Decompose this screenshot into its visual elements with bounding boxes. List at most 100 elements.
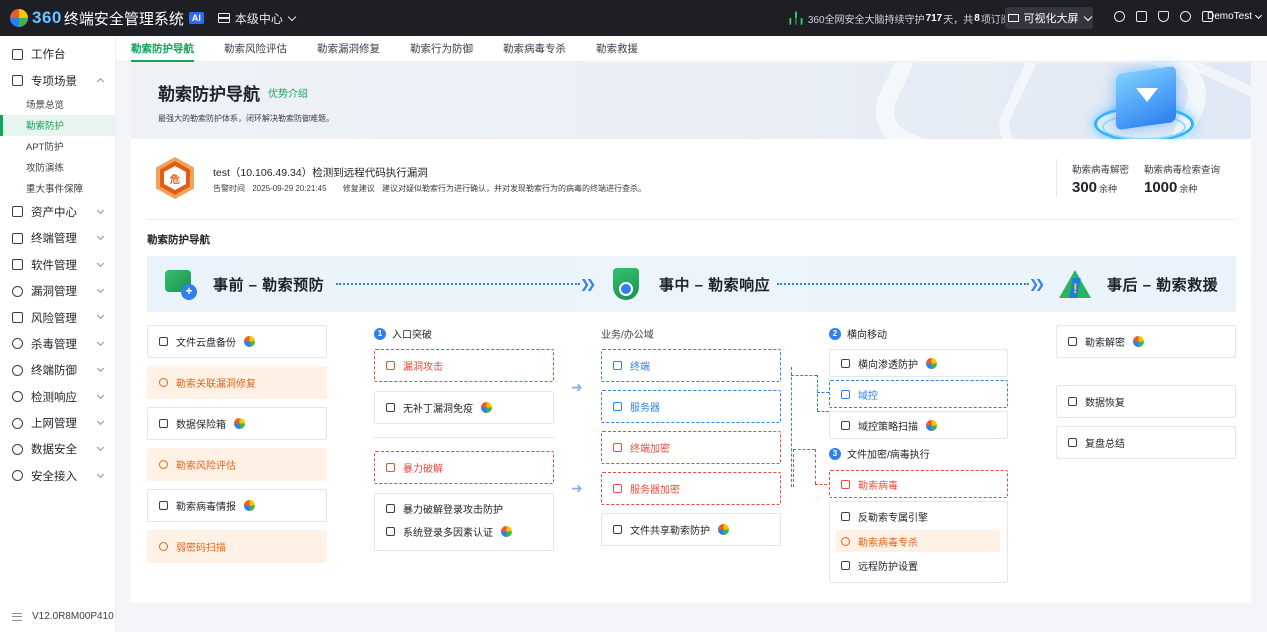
connector-line (815, 449, 816, 484)
alert-time-label: 告警时间 (213, 184, 245, 193)
before-risk-assessment[interactable]: 勒索风险评估 (147, 448, 327, 481)
menu-toggle-icon[interactable] (12, 613, 22, 621)
encrypt-virus-kill[interactable]: 勒索病毒专杀 (836, 530, 1000, 552)
encrypt-ransom-virus[interactable]: 勒索病毒 (829, 470, 1008, 498)
kill-icon (841, 537, 850, 546)
shield-icon[interactable] (1158, 11, 1169, 22)
item-label: 弱密码扫描 (176, 539, 226, 554)
tab-behavior-defense[interactable]: 勒索行为防御 (395, 36, 488, 61)
sidebar-item-access[interactable]: 安全接入 (0, 463, 115, 489)
pulse-icon: ╻╿╻ (787, 12, 804, 25)
user-menu[interactable]: DemoTest (1207, 11, 1261, 22)
entry-vuln-attack[interactable]: 漏洞攻击 (374, 349, 554, 382)
sidebar-item-label: 软件管理 (31, 257, 77, 273)
stat-decrypt[interactable]: 勒索病毒解密 300余种 (1072, 162, 1129, 196)
center-selector[interactable]: 本级中心 (218, 10, 295, 27)
tab-risk-assessment[interactable]: 勒索风险评估 (209, 36, 302, 61)
ai-badge[interactable]: AI (189, 12, 204, 24)
sidebar-item-internet[interactable]: 上网管理 (0, 410, 115, 436)
sidebar-sub-drill[interactable]: 攻防演练 (0, 157, 115, 178)
report-icon (1068, 438, 1077, 447)
alert-meta: 告警时间 2025-09-29 20:21:45 修复建议 建议对疑似勒索行为进… (213, 183, 651, 194)
connector-line (815, 484, 827, 485)
item-label: 文件共享勒索防护 (630, 522, 710, 537)
item-label: 勒索病毒专杀 (858, 534, 918, 549)
key-icon (1068, 337, 1077, 346)
tab-virus-kill[interactable]: 勒索病毒专杀 (488, 36, 581, 61)
sidebar-item-vulns[interactable]: 漏洞管理 (0, 278, 115, 304)
tab-rescue[interactable]: 勒索救援 (581, 36, 653, 61)
sidebar-item-workbench[interactable]: 工作台 (0, 41, 115, 67)
sidebar-item-assets[interactable]: 资产中心 (0, 199, 115, 225)
office-file-share-protect[interactable]: 文件共享勒索防护 (601, 513, 781, 546)
sidebar-item-label: 上网管理 (31, 415, 77, 431)
stat-value: 300 (1072, 179, 1097, 196)
sidebar-item-label: 安全接入 (31, 468, 77, 484)
before-virus-intel[interactable]: 勒索病毒情报 (147, 489, 327, 522)
after-decrypt[interactable]: 勒索解密 (1056, 325, 1236, 358)
before-vuln-repair[interactable]: 勒索关联漏洞修复 (147, 366, 327, 399)
restore-icon (1068, 397, 1077, 406)
entry-mfa[interactable]: 系统登录多因素认证 (375, 521, 553, 541)
sidebar-sub-overview[interactable]: 场景总览 (0, 94, 115, 115)
monitor-icon (12, 233, 23, 244)
top-icon-group (1114, 11, 1213, 22)
office-server[interactable]: 服务器 (601, 390, 781, 423)
office-terminal-encrypt[interactable]: 终端加密 (601, 431, 781, 464)
lateral-domain-controller[interactable]: 域控 (829, 380, 1008, 408)
item-label: 系统登录多因素认证 (403, 524, 493, 539)
office-server-encrypt[interactable]: 服务器加密 (601, 472, 781, 505)
after-data-recovery[interactable]: 数据恢复 (1056, 385, 1236, 418)
item-label: 文件云盘备份 (176, 334, 236, 349)
connector-line (791, 375, 817, 376)
stage-bar: + 事前 – 勒索预防 ❯❯ 事中 – 勒索响应 ❯❯ ! 事后 – 勒索救援 (147, 256, 1236, 312)
sidebar-sub-apt[interactable]: APT防护 (0, 136, 115, 157)
mfa-icon (386, 527, 395, 536)
sidebar-sub-major-event[interactable]: 重大事件保障 (0, 178, 115, 199)
chevron-down-icon (97, 339, 104, 346)
360-badge-icon (244, 336, 255, 347)
scene-icon (12, 75, 23, 86)
before-weak-password[interactable]: 弱密码扫描 (147, 530, 327, 563)
sidebar-item-detect[interactable]: 检测响应 (0, 384, 115, 410)
document-icon[interactable] (1136, 11, 1147, 22)
network-icon[interactable] (1180, 11, 1191, 22)
office-terminal[interactable]: 终端 (601, 349, 781, 382)
before-cloud-backup[interactable]: 文件云盘备份 (147, 325, 327, 358)
stat-search[interactable]: 勒索病毒检索查询 1000余种 (1144, 162, 1220, 196)
sidebar-item-defense[interactable]: 终端防御 (0, 357, 115, 383)
stat-unit: 余种 (1179, 184, 1197, 194)
advantage-link[interactable]: 优势介绍 (268, 85, 308, 100)
sidebar-item-data-security[interactable]: 数据安全 (0, 436, 115, 462)
before-data-vault[interactable]: 数据保险箱 (147, 407, 327, 440)
sidebar-sub-ransomware[interactable]: 勒索防护 (0, 115, 115, 136)
sidebar-item-scenes[interactable]: 专项场景 (0, 67, 115, 93)
user-name: DemoTest (1207, 11, 1252, 22)
entry-login-protect[interactable]: 暴力破解登录攻击防护 (375, 498, 553, 518)
settings-icon[interactable] (1114, 11, 1125, 22)
tab-navigation[interactable]: 勒索防护导航 (116, 36, 209, 61)
app-logo[interactable]: 360 终端安全管理系统 AI (10, 8, 204, 29)
lock-icon (386, 463, 395, 472)
sidebar-item-risk[interactable]: 风险管理 (0, 304, 115, 330)
sidebar-item-terminals[interactable]: 终端管理 (0, 225, 115, 251)
page-banner: 勒索防护导航 优势介绍 最强大的勒索防护体系，闭环解决勒索防御难题。 (131, 63, 1251, 139)
alert-title[interactable]: test（10.106.49.34）检测到远程代码执行漏洞 (213, 165, 428, 180)
sidebar-item-label: 检测响应 (31, 389, 77, 405)
item-label: 横向渗透防护 (858, 356, 918, 371)
entry-patchless-immunity[interactable]: 无补丁漏洞免疫 (374, 391, 554, 424)
lateral-domain-policy-scan[interactable]: 域控策略扫描 (829, 411, 1008, 439)
entry-brute-force[interactable]: 暴力破解 (374, 451, 554, 484)
encrypt-anti-ransom-engine[interactable]: 反勒索专属引擎 (830, 506, 1000, 526)
domain-icon (841, 390, 850, 399)
encrypt-title: 3文件加密/病毒执行 (829, 446, 930, 461)
encrypt-remote-protection[interactable]: 远程防护设置 (830, 555, 1000, 575)
tab-vuln-repair[interactable]: 勒索漏洞修复 (302, 36, 395, 61)
big-screen-button[interactable]: 可视化大屏 (1005, 7, 1093, 29)
connector-line (817, 375, 818, 411)
item-label: 数据恢复 (1085, 394, 1125, 409)
sidebar-item-software[interactable]: 软件管理 (0, 252, 115, 278)
lateral-penetration-protect[interactable]: 横向渗透防护 (829, 349, 1008, 377)
after-review[interactable]: 复盘总结 (1056, 426, 1236, 459)
sidebar-item-antivirus[interactable]: 杀毒管理 (0, 331, 115, 357)
